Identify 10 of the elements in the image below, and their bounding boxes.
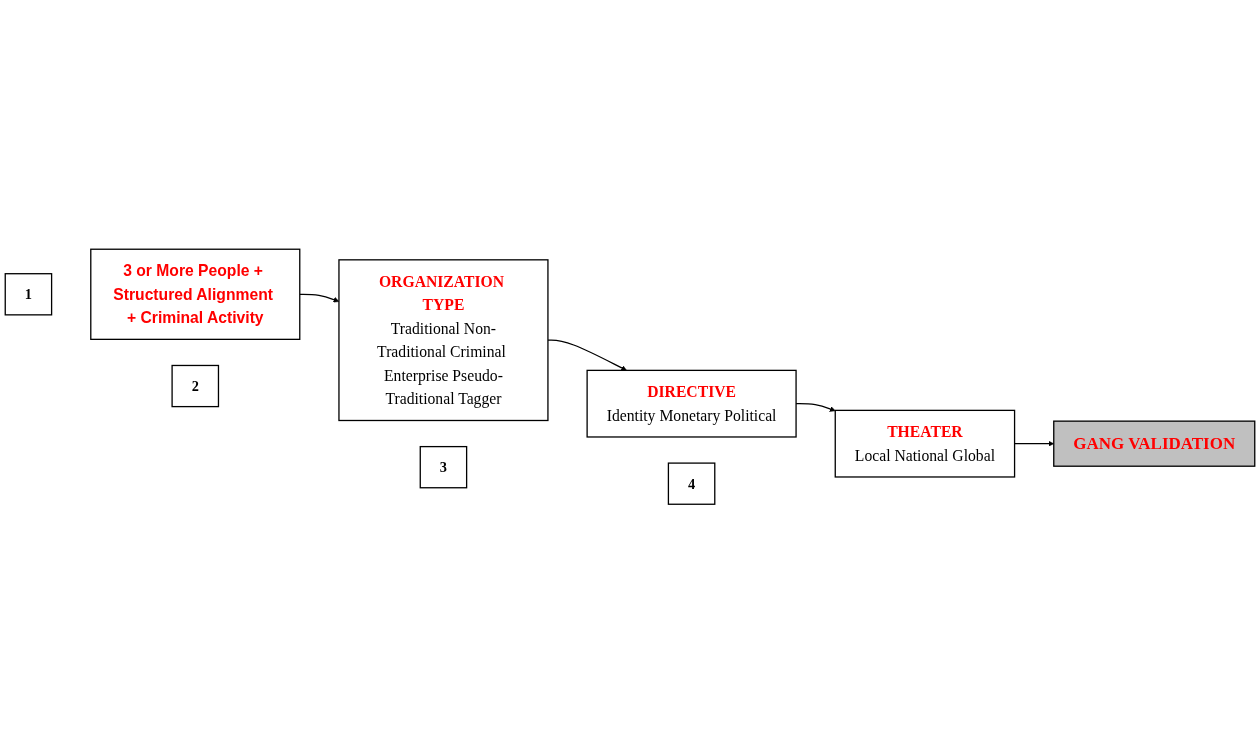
node-box: GANG VALIDATION bbox=[1053, 420, 1256, 468]
arrow bbox=[547, 339, 627, 371]
node-box: THEATER Local National Global bbox=[834, 409, 1016, 478]
node-box: 3 or More People + Structured Alignment + Criminal Activity bbox=[90, 248, 301, 341]
node-box: 4 bbox=[667, 462, 716, 506]
node-box: 1 bbox=[4, 273, 53, 316]
node-box: DIRECTIVE Identity Monetary Political bbox=[586, 369, 797, 438]
node-box: 3 bbox=[419, 446, 468, 489]
node-box: ORGANIZATION TYPE Traditional Non-Traditional Criminal Enterprise Pseudo-Traditional Tagger bbox=[338, 259, 549, 422]
node-box: 2 bbox=[171, 365, 220, 408]
